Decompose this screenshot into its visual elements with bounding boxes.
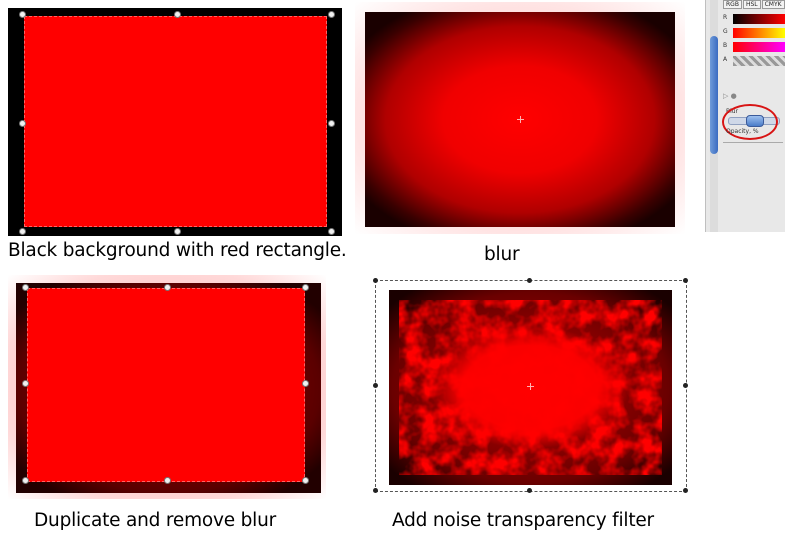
tool-row: ▷ ● (723, 92, 785, 104)
selection-handle[interactable] (527, 488, 532, 493)
selection-handle[interactable] (683, 488, 688, 493)
caption-duplicate: Duplicate and remove blur (34, 510, 277, 531)
channel-label: B (723, 42, 728, 49)
channel-row-a: A (723, 56, 785, 66)
center-crosshair-icon (527, 383, 534, 390)
center-crosshair-icon (517, 116, 524, 123)
caption-blur: blur (484, 244, 520, 265)
channel-slider-b[interactable] (733, 42, 785, 52)
channel-label: A (723, 56, 728, 63)
highlight-circle (722, 104, 778, 140)
opacity-label: Opacity, % (726, 128, 759, 135)
selection-handle[interactable] (22, 380, 29, 387)
canvas-panel-duplicate (8, 275, 326, 499)
triangle-icon[interactable]: ▷ (723, 92, 729, 100)
channel-slider-r[interactable] (733, 14, 785, 24)
channel-slider-a[interactable] (733, 56, 785, 66)
channel-label: G (723, 28, 728, 35)
selection-handle[interactable] (174, 228, 181, 235)
selection-handle[interactable] (174, 11, 181, 18)
channel-label: R (723, 14, 728, 21)
selection-handle[interactable] (328, 228, 335, 235)
canvas-panel-blur (355, 2, 685, 234)
selection-handle[interactable] (19, 11, 26, 18)
caption-black-background: Black background with red rectangle. (8, 240, 347, 261)
selection-handle[interactable] (328, 120, 335, 127)
selection-handle[interactable] (527, 278, 532, 283)
red-rectangle-duplicate[interactable] (27, 288, 305, 482)
tab-rgb[interactable]: RGB (723, 0, 742, 9)
selection-handle[interactable] (373, 278, 378, 283)
channel-slider-g[interactable] (733, 28, 785, 38)
selection-handle[interactable] (683, 383, 688, 388)
selection-handle[interactable] (683, 278, 688, 283)
selection-handle[interactable] (373, 383, 378, 388)
scrollbar-thumb[interactable] (710, 36, 718, 154)
selection-handle[interactable] (373, 488, 378, 493)
selection-handle[interactable] (302, 477, 309, 484)
circle-icon[interactable]: ● (730, 92, 737, 100)
selection-handle[interactable] (19, 228, 26, 235)
canvas-panel-original (8, 8, 342, 236)
tab-hsl[interactable]: HSL (742, 0, 761, 9)
channel-row-b: B (723, 42, 785, 52)
selection-handle[interactable] (19, 120, 26, 127)
tab-cmyk[interactable]: CMYK (761, 0, 785, 9)
canvas-panel-noise (373, 278, 688, 493)
selection-handle[interactable] (22, 477, 29, 484)
selection-handle[interactable] (302, 380, 309, 387)
red-rectangle[interactable] (24, 16, 327, 227)
selection-handle[interactable] (164, 284, 171, 291)
selection-handle[interactable] (302, 284, 309, 291)
channel-row-g: G (723, 28, 785, 38)
divider (723, 142, 783, 143)
selection-handle[interactable] (164, 477, 171, 484)
caption-noise: Add noise transparency filter (392, 510, 654, 531)
selection-handle[interactable] (328, 11, 335, 18)
channel-row-r: R (723, 14, 785, 24)
selection-handle[interactable] (22, 284, 29, 291)
